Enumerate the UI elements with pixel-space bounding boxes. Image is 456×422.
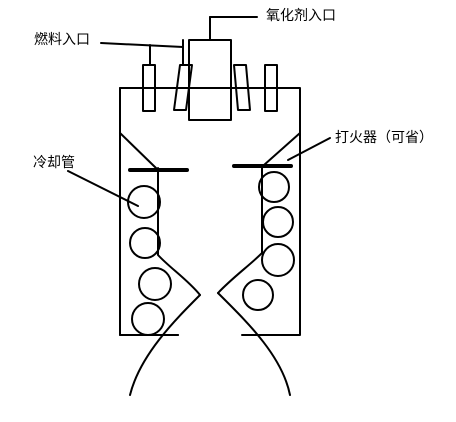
coolant-coil-left-1 <box>127 185 161 219</box>
coolant-coil-right-1 <box>258 171 290 203</box>
nozzle-right <box>217 292 291 396</box>
injector-pipe-right <box>233 64 251 111</box>
oxidizer-inlet-label: 氧化剂入口 <box>266 8 336 24</box>
jacket-right-inner <box>217 164 263 294</box>
coolant-coil-left-2 <box>129 227 161 259</box>
fuel-pipe-right-outer <box>264 64 278 112</box>
coolant-pipe-label: 冷却管 <box>33 155 75 171</box>
oxidizer-pipe <box>188 39 232 121</box>
jacket-left-inner <box>157 167 201 296</box>
coolant-coil-right-4 <box>242 279 274 311</box>
coolant-coil-left-4 <box>131 302 165 336</box>
injector-pipe-left <box>173 64 193 111</box>
coolant-coil-left-3 <box>138 267 172 301</box>
coolant-coil-right-2 <box>262 206 294 238</box>
coolant-leader <box>67 170 139 207</box>
igniter-label: 打火器（可省） <box>335 130 433 146</box>
nozzle-left <box>129 294 201 396</box>
jacket-left-slant <box>119 132 157 169</box>
jacket-right-slant <box>263 132 301 166</box>
chamber-wall <box>119 87 301 336</box>
fuel-leader <box>100 42 184 48</box>
igniter-leader <box>287 137 331 161</box>
coolant-coil-right-3 <box>261 243 295 277</box>
fuel-inlet-label: 燃料入口 <box>34 32 90 48</box>
